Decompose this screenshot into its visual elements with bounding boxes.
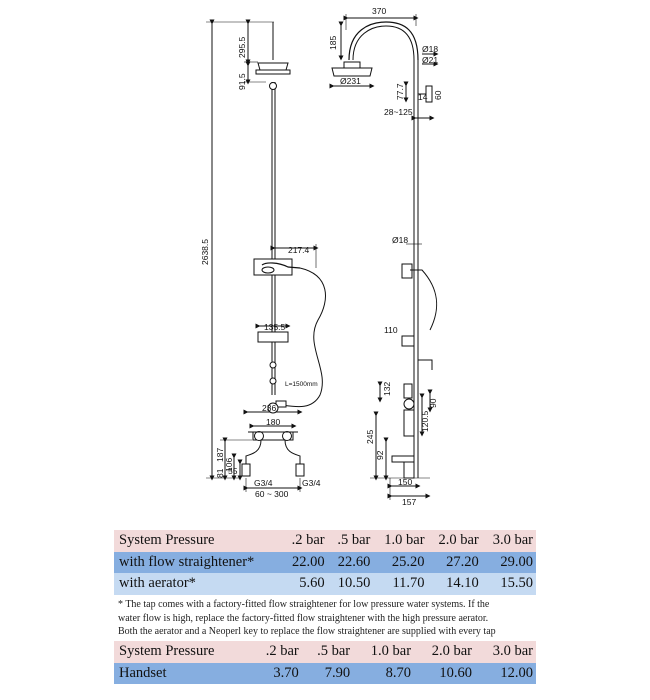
front-thread-left: G3/4 [254, 478, 273, 488]
table-cell: 10.50 [327, 573, 374, 595]
side-dim-60: 60 [433, 90, 443, 100]
table-cell: 14.10 [427, 573, 482, 595]
footnote-line: Both the aerator and a Neoperl key to re… [118, 626, 496, 638]
front-dim-head-drop: 295.5 [237, 36, 247, 58]
header-cell: 3.0 bar [475, 641, 536, 663]
side-dim-132: 132 [382, 382, 392, 396]
header-cell: .5 bar [327, 530, 374, 552]
side-dim-arm-width: 370 [372, 6, 386, 16]
side-dim-1205: 120.5 [420, 410, 430, 432]
header-cell: .5 bar [301, 641, 354, 663]
footnote-line: * The tap comes with a factory-fitted fl… [118, 599, 490, 610]
side-dim-14: 14 [418, 92, 428, 102]
front-dim-hose: L=1500mm [285, 381, 318, 388]
table-cell: 7.90 [301, 662, 354, 684]
side-dim-157: 157 [402, 497, 416, 507]
header-cell: 1.0 bar [353, 641, 415, 663]
table-cell: 10.60 [414, 662, 475, 684]
table-cell: 29.00 [481, 551, 536, 573]
front-thread-right: G3/4 [302, 478, 321, 488]
header-cell: 2.0 bar [427, 530, 482, 552]
row-label: Handset [114, 662, 251, 684]
header-cell: 1.0 bar [373, 530, 428, 552]
side-dim-d21: Ø21 [422, 55, 438, 65]
table-cell: 5.60 [281, 573, 328, 595]
side-dim-tray: 110 [384, 325, 398, 335]
header-cell: System Pressure [114, 641, 251, 663]
technical-drawing: 2638.5 295.5 91.5 217.4 135.5 L=1500mm 2… [200, 6, 443, 507]
header-cell: .2 bar [281, 530, 328, 552]
table-cell: 11.70 [373, 573, 428, 595]
side-view [329, 14, 439, 500]
side-dim-777: 77.7 [395, 83, 405, 100]
footnote: * The tap comes with a factory-fitted fl… [118, 598, 538, 639]
header-cell: .2 bar [250, 641, 302, 663]
side-dim-d18-mid: Ø18 [392, 235, 408, 245]
table-row: Handset 3.70 7.90 8.70 10.60 12.00 [114, 662, 536, 684]
table-cell: 25.20 [373, 551, 428, 573]
flow-rate-table: System Pressure .2 bar .5 bar 1.0 bar 2.… [114, 530, 536, 595]
table-cell: 22.60 [327, 551, 374, 573]
side-dim-arm-height: 185 [328, 36, 338, 50]
front-dim-head-height: 91.5 [237, 73, 247, 90]
front-dim-187: 187 [215, 448, 225, 462]
handset-flow-table: System Pressure .2 bar .5 bar 1.0 bar 2.… [114, 641, 536, 684]
header-cell: 2.0 bar [414, 641, 475, 663]
front-view [206, 19, 326, 492]
row-label: with flow straightener* [114, 551, 282, 573]
header-cell: 3.0 bar [481, 530, 536, 552]
table-row: with aerator* 5.60 10.50 11.70 14.10 15.… [114, 573, 536, 595]
table-cell: 22.00 [281, 551, 328, 573]
side-dim-150: 150 [398, 477, 412, 487]
side-dim-projection: 28~125 [384, 107, 413, 117]
front-dim-tray: 135.5 [264, 322, 286, 332]
header-cell: System Pressure [114, 530, 282, 552]
table-cell: 12.00 [475, 662, 536, 684]
front-dim-mixer-width: 236 [262, 403, 276, 413]
row-label: with aerator* [114, 573, 282, 595]
side-dim-92: 92 [375, 450, 385, 460]
footnote-line: water flow is high, replace the factory-… [118, 612, 489, 624]
front-dim-overall: 2638.5 [200, 239, 210, 265]
front-dim-centres: 60 ~ 300 [255, 489, 289, 499]
side-dim-245: 245 [365, 430, 375, 444]
side-dim-d18-top: Ø18 [422, 44, 438, 54]
table-cell: 3.70 [250, 662, 302, 684]
table-cell: 27.20 [427, 551, 482, 573]
side-dim-rose: Ø231 [340, 76, 361, 86]
table-row: with flow straightener* 22.00 22.60 25.2… [114, 551, 536, 573]
table-header-row: System Pressure .2 bar .5 bar 1.0 bar 2.… [114, 641, 536, 663]
front-dim-55: 55 [228, 466, 238, 476]
table-cell: 15.50 [481, 573, 536, 595]
front-dim-81: 81 [215, 468, 225, 478]
front-dim-106: 106 [224, 458, 234, 472]
table-cell: 8.70 [353, 662, 415, 684]
side-dim-90: 90 [428, 398, 438, 408]
table-header-row: System Pressure .2 bar .5 bar 1.0 bar 2.… [114, 530, 536, 552]
front-dim-holder: 217.4 [288, 245, 310, 255]
front-dim-handles: 180 [266, 417, 280, 427]
